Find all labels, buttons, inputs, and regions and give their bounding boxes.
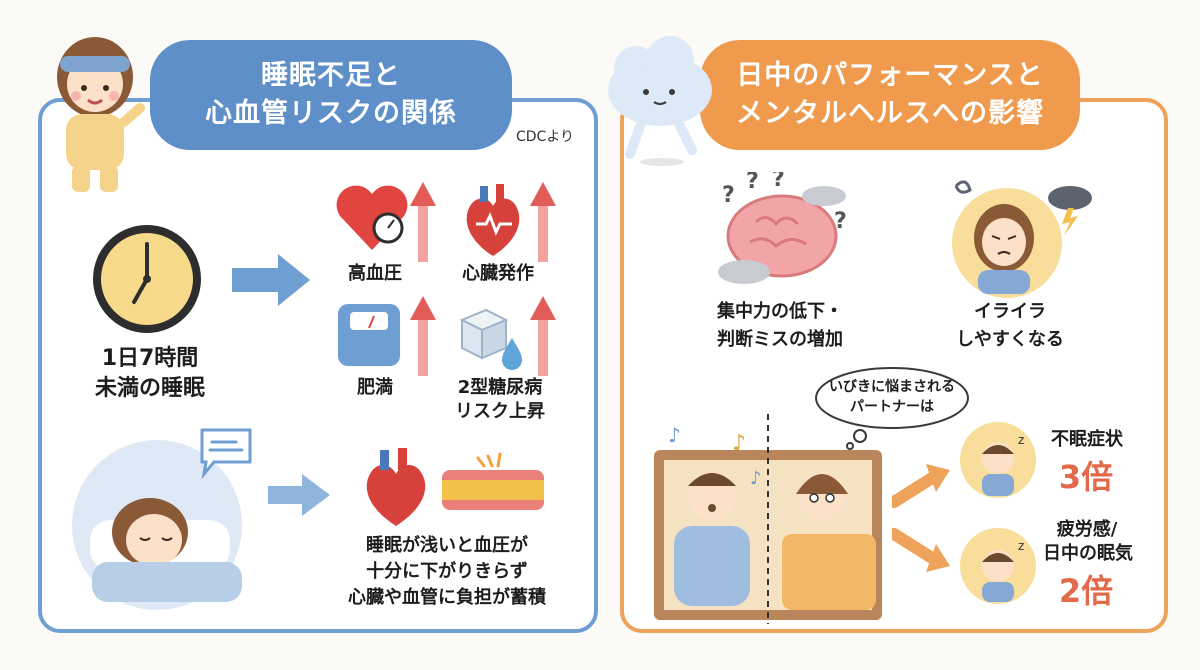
shallow-sleep-line1: 睡眠が浅いと血圧が bbox=[366, 535, 528, 556]
cloud-mascot-icon bbox=[608, 36, 712, 166]
irritation-line1: イライラ bbox=[974, 301, 1046, 322]
breath-bubble-icon bbox=[200, 428, 252, 480]
arrow-right-icon bbox=[268, 474, 330, 516]
effect-fatigue-value: 2倍 bbox=[1058, 572, 1114, 610]
insomnia-person-icon: z bbox=[982, 433, 1024, 496]
left-panel-title: 睡眠不足と 心血管リスクの関係 bbox=[150, 40, 512, 150]
risk-label-obesity: 肥満 bbox=[357, 377, 393, 398]
left-title-line2: 心血管リスクの関係 bbox=[205, 98, 457, 129]
effect-fatigue-label-line2: 日中の眠気 bbox=[1043, 543, 1133, 564]
right-title-line2: メンタルヘルスへの影響 bbox=[736, 98, 1044, 129]
confused-brain-icon: ? ? ? ? bbox=[718, 172, 847, 284]
svg-text:?: ? bbox=[834, 209, 847, 234]
blood-vessel-icon bbox=[442, 452, 544, 510]
svg-text:?: ? bbox=[746, 172, 759, 194]
thought-line2: パートナーは bbox=[850, 399, 934, 415]
bed-snoring-couple-icon: ♪ ♪ ♪ bbox=[654, 414, 882, 624]
short-sleep-label-line2: 未満の睡眠 bbox=[94, 376, 205, 401]
svg-text:♪: ♪ bbox=[732, 431, 746, 456]
effect-insomnia-value: 3倍 bbox=[1058, 458, 1114, 496]
risk-label-diabetes-line2: リスク上昇 bbox=[455, 401, 545, 422]
left-title-line1: 睡眠不足と bbox=[261, 60, 401, 91]
anatomical-heart-icon bbox=[366, 448, 426, 526]
effect-fatigue-label-line1: 疲労感/ bbox=[1056, 519, 1118, 540]
girl-sleep-mask-icon bbox=[57, 37, 145, 192]
concentration-line1: 集中力の低下・ bbox=[717, 301, 843, 322]
up-arrow-icon bbox=[410, 182, 436, 262]
up-arrow-icon bbox=[530, 182, 556, 262]
short-sleep-label-line1: 1日7時間 bbox=[101, 346, 199, 371]
sugar-cube-icon bbox=[459, 308, 522, 370]
sleeping-girl-icon bbox=[90, 498, 242, 602]
risk-label-hypertension: 高血圧 bbox=[348, 263, 402, 284]
source-note: CDCより bbox=[516, 129, 575, 145]
svg-text:♪: ♪ bbox=[668, 423, 681, 447]
heart-attack-icon bbox=[466, 184, 520, 256]
svg-text:z: z bbox=[1018, 433, 1024, 447]
svg-text:♪: ♪ bbox=[750, 468, 762, 489]
effect-insomnia-label: 不眠症状 bbox=[1051, 429, 1123, 450]
concentration-line2: 判断ミスの増加 bbox=[717, 329, 843, 350]
shallow-sleep-line2: 十分に下がりきらず bbox=[366, 561, 528, 582]
shallow-sleep-line3: 心臓や血管に負担が蓄積 bbox=[348, 587, 546, 608]
thought-bubble-icon bbox=[815, 367, 969, 450]
right-panel-title: 日中のパフォーマンスと メンタルヘルスへの影響 bbox=[700, 40, 1080, 150]
tired-person-icon: z bbox=[982, 539, 1024, 602]
svg-text:?: ? bbox=[722, 183, 735, 208]
svg-text:z: z bbox=[1018, 539, 1024, 553]
up-arrow-icon bbox=[530, 296, 556, 376]
arrow-right-icon bbox=[232, 254, 310, 306]
arrow-up-right-icon bbox=[892, 464, 950, 508]
arrow-down-right-icon bbox=[892, 528, 950, 572]
risk-label-heart-attack: 心臓発作 bbox=[462, 263, 534, 284]
clock-icon bbox=[93, 225, 201, 333]
svg-text:?: ? bbox=[772, 172, 785, 192]
scale-icon bbox=[338, 304, 400, 366]
thought-line1: いびきに悩まされる bbox=[829, 379, 955, 395]
irritation-line2: しやすくなる bbox=[956, 329, 1064, 350]
right-title-line1: 日中のパフォーマンスと bbox=[736, 60, 1044, 91]
irritated-girl-icon bbox=[954, 180, 1092, 294]
up-arrow-icon bbox=[410, 296, 436, 376]
blood-pressure-heart-icon bbox=[336, 185, 408, 250]
risk-label-diabetes-line1: 2型糖尿病 bbox=[457, 377, 543, 398]
